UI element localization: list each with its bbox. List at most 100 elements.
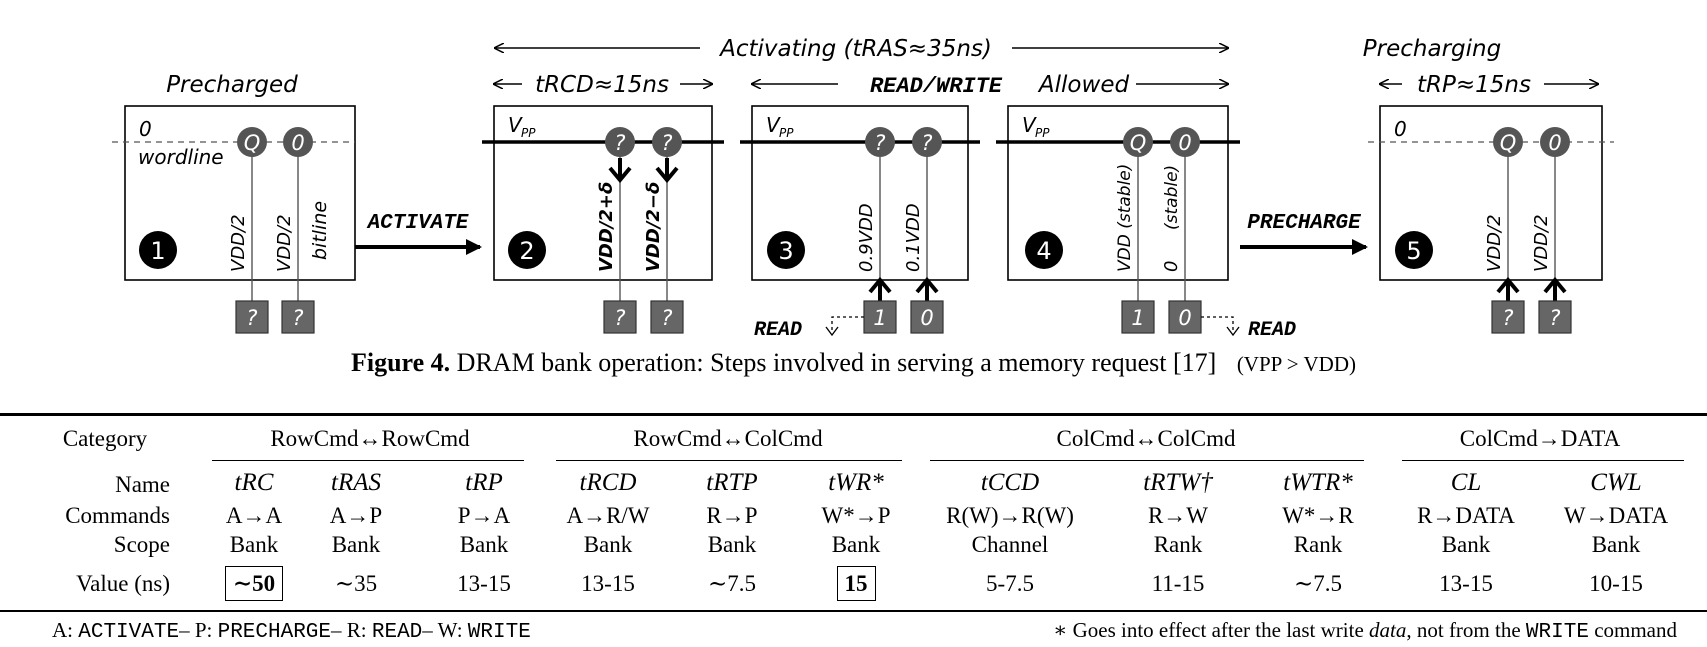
cell-value: ∼7.5 bbox=[652, 570, 812, 598]
cmd-text: A→R/W bbox=[566, 503, 650, 528]
scope-text: Channel bbox=[971, 532, 1049, 557]
cell-cmd: R(W)→R(W) bbox=[930, 502, 1090, 530]
cell-scope: Bank bbox=[174, 531, 334, 559]
cell-scope: Channel bbox=[930, 531, 1090, 559]
svg-text:VDD/2: VDD/2 bbox=[1531, 214, 1552, 272]
precharge-label: PRECHARGE bbox=[1247, 212, 1361, 235]
read-label-left: READ bbox=[754, 319, 802, 342]
caption-label: Figure 4. bbox=[350, 348, 451, 377]
precharged-label: Precharged bbox=[166, 72, 298, 98]
scope-text: Bank bbox=[583, 532, 633, 557]
footnote-write-data: ∗ Goes into effect after the last write … bbox=[1053, 618, 1677, 644]
bank-state-3: V PP ? ? 3 0.9VDD 0.1VDD 1 0 READ bbox=[740, 105, 980, 342]
value-text: ∼7.5 bbox=[1293, 571, 1343, 596]
cell-cmd: P→A bbox=[404, 502, 564, 530]
cell-name: tRP bbox=[404, 469, 564, 497]
timing-parameters-table: Category Name Commands Scope Value (ns) … bbox=[0, 413, 1707, 647]
svg-text:0.1VDD: 0.1VDD bbox=[903, 203, 924, 272]
cmd-text: P→A bbox=[457, 503, 511, 528]
table-bottom-rule bbox=[0, 610, 1707, 612]
svg-text:?: ? bbox=[246, 306, 257, 330]
svg-text:?: ? bbox=[614, 306, 625, 330]
svg-text:Q: Q bbox=[1500, 131, 1517, 155]
cmd-text: W*→P bbox=[821, 503, 891, 528]
svg-text:1: 1 bbox=[150, 237, 165, 265]
value-text: 11-15 bbox=[1151, 571, 1205, 596]
step-4-badge bbox=[1025, 231, 1063, 269]
cell-name: tWR* bbox=[776, 469, 936, 497]
trp-span: tRP≈15ns bbox=[1380, 72, 1598, 98]
scope-text: Bank bbox=[229, 532, 279, 557]
cell-cmd: A→A bbox=[174, 502, 334, 530]
cmd-text: W*→R bbox=[1282, 503, 1354, 528]
name-text: tRTP bbox=[706, 469, 758, 496]
bank-state-5: 0 Q 0 5 VDD/2 VDD/2 ? ? bbox=[1368, 105, 1614, 334]
cell-value: 15 bbox=[776, 566, 936, 601]
svg-text:PP: PP bbox=[521, 126, 536, 140]
wordline-text: wordline bbox=[138, 145, 224, 169]
svg-text:V: V bbox=[508, 113, 523, 137]
allowed-label: Allowed bbox=[1037, 72, 1130, 98]
value-text: 5-7.5 bbox=[986, 571, 1034, 596]
cell-value: ∼35 bbox=[276, 570, 436, 598]
svg-text:0: 0 bbox=[1178, 131, 1191, 155]
svg-text:VDD/2: VDD/2 bbox=[274, 214, 295, 272]
svg-text:?: ? bbox=[1502, 306, 1513, 330]
svg-text:?: ? bbox=[661, 306, 672, 330]
cell-value: 13-15 bbox=[1386, 570, 1546, 598]
cell-name: CL bbox=[1386, 469, 1546, 497]
value-text: 10-15 bbox=[1589, 571, 1643, 596]
activating-banner: Activating (tRAS≈35ns) bbox=[495, 36, 1228, 62]
trcd-span: tRCD≈15ns bbox=[494, 72, 712, 98]
scope-text: Rank bbox=[1153, 532, 1203, 557]
svg-text:VDD/2: VDD/2 bbox=[228, 214, 249, 272]
precharge-command-arrow: PRECHARGE bbox=[1240, 212, 1368, 255]
cell-scope: Bank bbox=[1536, 531, 1696, 559]
trp-label: tRP≈15ns bbox=[1417, 72, 1531, 98]
value-text: 13-15 bbox=[581, 571, 635, 596]
readwrite-allowed-span: READ/WRITE Allowed bbox=[752, 72, 1228, 99]
cell-scope: Rank bbox=[1238, 531, 1398, 559]
svg-text:(stable): (stable) bbox=[1162, 165, 1182, 230]
svg-text:?: ? bbox=[921, 131, 932, 155]
svg-text:0.9VDD: 0.9VDD bbox=[856, 203, 877, 272]
group-underline bbox=[556, 460, 902, 462]
svg-text:2: 2 bbox=[519, 237, 534, 265]
step-3-badge bbox=[767, 231, 805, 269]
bank-state-1: 0 wordline Q 0 1 VDD/2 VDD/2 bitline ? ? bbox=[112, 105, 356, 334]
scope-text: Bank bbox=[831, 532, 881, 557]
group-rowcmd-colcmd: RowCmd↔ColCmd bbox=[633, 426, 823, 451]
cell-name: CWL bbox=[1536, 469, 1696, 497]
group-colcmd-data: ColCmd→DATA bbox=[1459, 426, 1621, 451]
svg-text:VDD/2−δ: VDD/2−δ bbox=[643, 182, 664, 272]
cell-cmd: A→P bbox=[276, 502, 436, 530]
group-underline bbox=[1402, 460, 1684, 462]
cell-cmd: A→R/W bbox=[528, 502, 688, 530]
cell-name: tRTP bbox=[652, 469, 812, 497]
value-text: 13-15 bbox=[1439, 571, 1493, 596]
row-label-commands: Commands bbox=[65, 503, 170, 528]
svg-text:1: 1 bbox=[873, 306, 886, 330]
svg-text:0: 0 bbox=[920, 306, 933, 330]
cell-cmd: R→P bbox=[652, 502, 812, 530]
row-label-category: Category bbox=[62, 426, 148, 451]
cell-value: 5-7.5 bbox=[930, 570, 1090, 598]
svg-text:3: 3 bbox=[778, 237, 793, 265]
cell-value: 11-15 bbox=[1098, 570, 1258, 598]
name-text: tRP bbox=[465, 469, 503, 496]
readwrite-label: READ/WRITE bbox=[870, 74, 1003, 99]
value-text: 15 bbox=[836, 566, 876, 601]
name-text: CL bbox=[1450, 469, 1482, 496]
svg-text:5: 5 bbox=[1406, 237, 1421, 265]
cmd-text: R→W bbox=[1147, 503, 1209, 528]
cell-scope: Bank bbox=[776, 531, 936, 559]
activating-label: Activating (tRAS≈35ns) bbox=[718, 36, 992, 62]
table-top-rule bbox=[0, 413, 1707, 416]
group-rowcmd-rowcmd: RowCmd↔RowCmd bbox=[270, 426, 470, 451]
cell-scope: Bank bbox=[276, 531, 436, 559]
svg-text:?: ? bbox=[292, 306, 303, 330]
group-colcmd-colcmd: ColCmd↔ColCmd bbox=[1056, 426, 1236, 451]
cell-value: 13-15 bbox=[404, 570, 564, 598]
value-text: ∼35 bbox=[334, 571, 378, 596]
caption-text: DRAM bank operation: Steps involved in s… bbox=[456, 348, 1217, 377]
